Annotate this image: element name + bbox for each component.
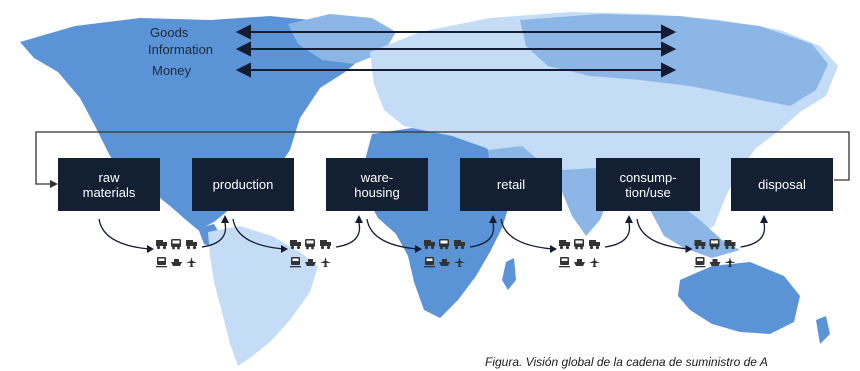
greenland-landmass bbox=[288, 14, 396, 64]
curve-arrow-up bbox=[740, 222, 766, 248]
truck-icon bbox=[694, 240, 706, 250]
curve-arrowhead bbox=[355, 215, 363, 223]
information-arrow-head-right bbox=[661, 41, 677, 57]
train-icon bbox=[694, 257, 706, 268]
train-icon bbox=[424, 257, 435, 268]
stage-retail: retail bbox=[460, 158, 562, 211]
bus-icon bbox=[171, 239, 181, 250]
money-arrow-head-right bbox=[661, 62, 677, 78]
ship-icon bbox=[171, 259, 182, 266]
return-loop-arrowhead bbox=[50, 180, 58, 188]
japan-landmass bbox=[744, 112, 762, 150]
stage-warehousing: ware- housing bbox=[326, 158, 428, 211]
curve-arrowhead bbox=[625, 215, 633, 223]
truck-icon bbox=[589, 240, 600, 250]
australia-landmass bbox=[678, 262, 800, 334]
bus-icon bbox=[709, 239, 720, 250]
truck-icon bbox=[559, 240, 570, 250]
stage-transition-arrows bbox=[98, 215, 768, 253]
plane-icon bbox=[724, 257, 736, 267]
curve-arrow-up bbox=[335, 222, 361, 248]
curve-arrowhead bbox=[489, 215, 497, 223]
flow-label-money: Money bbox=[152, 63, 192, 78]
bus-icon bbox=[305, 239, 315, 250]
south-america-landmass bbox=[208, 226, 318, 366]
stage-consumption-use: consump- tion/use bbox=[596, 158, 700, 211]
curve-arrow-down bbox=[636, 218, 689, 250]
truck-icon bbox=[156, 240, 167, 250]
money-arrow-head-left bbox=[235, 62, 251, 78]
bus-icon bbox=[574, 239, 584, 250]
ship-icon bbox=[305, 259, 316, 266]
curve-arrowhead bbox=[550, 245, 557, 253]
transport-icon-cluster bbox=[559, 239, 600, 268]
truck-icon bbox=[186, 240, 197, 250]
information-arrow-head-left bbox=[235, 41, 251, 57]
curve-arrowhead bbox=[760, 215, 768, 223]
flow-label-information: Information bbox=[148, 42, 214, 57]
truck-icon bbox=[454, 240, 465, 250]
transport-icon-cluster bbox=[290, 239, 331, 268]
plane-icon bbox=[589, 257, 600, 267]
ship-icon bbox=[439, 259, 450, 266]
plane-icon bbox=[454, 257, 465, 267]
train-icon bbox=[290, 257, 301, 268]
train-icon bbox=[156, 257, 167, 268]
figure-caption: Figura. Visión global de la cadena de su… bbox=[485, 355, 768, 369]
curve-arrow-down bbox=[500, 218, 554, 250]
madagascar-landmass bbox=[502, 258, 516, 290]
curve-arrowhead bbox=[685, 245, 693, 253]
curve-arrow-down bbox=[232, 218, 285, 250]
flow-label-goods: Goods bbox=[150, 25, 189, 40]
curve-arrowhead bbox=[147, 245, 154, 253]
truck-icon bbox=[724, 240, 736, 250]
transport-icon-cluster bbox=[424, 239, 465, 268]
plane-icon bbox=[186, 257, 197, 267]
truck-icon bbox=[424, 240, 435, 250]
curve-arrow-down bbox=[366, 218, 419, 250]
curve-arrowhead bbox=[415, 245, 422, 253]
curve-arrowhead bbox=[221, 215, 229, 223]
new-zealand-landmass bbox=[816, 316, 830, 344]
ship-icon bbox=[709, 259, 721, 266]
stage-raw-materials: raw materials bbox=[58, 158, 160, 211]
stage-disposal: disposal bbox=[731, 158, 833, 211]
curve-arrowhead bbox=[281, 245, 288, 253]
bus-icon bbox=[439, 239, 449, 250]
curve-arrow-up bbox=[469, 222, 495, 248]
curve-arrow-up bbox=[201, 222, 227, 248]
transport-icon-cluster bbox=[156, 239, 197, 268]
curve-arrow-up bbox=[604, 222, 631, 248]
flow-arrows bbox=[235, 24, 677, 78]
truck-icon bbox=[320, 240, 331, 250]
goods-arrow-head-right bbox=[661, 24, 677, 40]
ship-icon bbox=[574, 259, 585, 266]
plane-icon bbox=[320, 257, 331, 267]
transport-icon-cluster bbox=[694, 239, 736, 268]
return-loop bbox=[35, 131, 850, 185]
curve-arrow-down bbox=[98, 218, 151, 250]
train-icon bbox=[559, 257, 570, 268]
stage-production: production bbox=[192, 158, 294, 211]
transport-icon-groups bbox=[156, 239, 736, 268]
goods-arrow-head-left bbox=[235, 24, 251, 40]
russia-shading bbox=[520, 14, 828, 106]
truck-icon bbox=[290, 240, 301, 250]
